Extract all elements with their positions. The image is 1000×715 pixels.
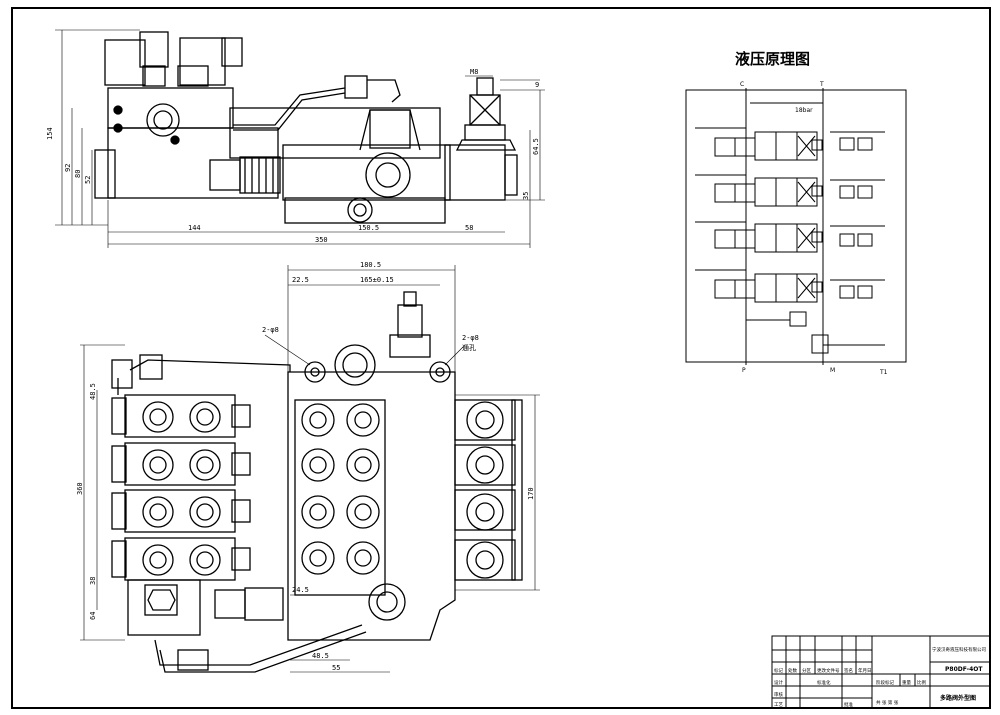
schematic-port-m: M (830, 367, 835, 374)
drawing-border (11, 7, 991, 709)
dim-right-top: 9 (535, 81, 539, 89)
dim-bottom-seg: 24.5 (292, 586, 309, 594)
schematic-relief-label: 18bar (795, 107, 813, 114)
hydraulic-schematic (685, 88, 907, 365)
top-view (94, 31, 518, 224)
dim-right-h: 64.5 (532, 138, 540, 155)
title-approve: 批准 (844, 701, 853, 708)
schematic-port-t1: T1 (879, 369, 888, 376)
dim-bottom-b: 55 (332, 664, 340, 672)
title-sheet: 共 张 第 张 (876, 699, 899, 706)
dim-top-seg-a: 22.5 (292, 276, 309, 284)
title-block (771, 635, 991, 709)
dim-seg-left: 144 (188, 224, 201, 232)
dim-h-b: 80 (74, 170, 82, 178)
dim-h-c: 52 (84, 176, 92, 184)
dim-right-height: 170 (527, 487, 535, 500)
schematic-port-t: T (819, 81, 824, 88)
hole-right-note: 通孔 (462, 343, 476, 352)
schematic-port-p: P (742, 367, 746, 374)
dim-seg-mid: 150.5 (358, 224, 379, 232)
schematic-port-c: C (740, 81, 744, 88)
title-design: 设计 (774, 679, 783, 686)
dim-top-width: 180.5 (360, 261, 381, 269)
title-process: 工艺 (774, 702, 783, 708)
schematic-title: 液压原理图 (735, 50, 810, 68)
title-std: 标准化 (817, 679, 831, 686)
dim-seg-right: 58 (465, 224, 473, 232)
dim-right-h2: 35 (522, 192, 530, 200)
title-drawing-name: 多路阀外型图 (940, 694, 976, 702)
title-company: 宁波汉奇液压科技有限公司 (932, 646, 986, 653)
title-sign: 签名 (844, 667, 853, 674)
title-date: 年月日 (858, 667, 872, 674)
dim-h-a: 92 (64, 164, 72, 172)
title-zone: 分区 (802, 667, 811, 674)
dim-left-c: 64 (89, 612, 97, 620)
title-change-doc: 更改文件号 (817, 667, 840, 674)
front-view (111, 291, 523, 673)
dim-width-total: 350 (315, 236, 328, 244)
top-view-dimensions (55, 29, 545, 248)
dim-left-height: 360 (76, 482, 84, 495)
dim-bottom-a: 48.5 (312, 652, 329, 660)
title-stage: 阶段标记 (876, 679, 894, 686)
dim-top-seg-b: 165±0.15 (360, 276, 394, 284)
hole-left-label: 2-φ8 (262, 326, 279, 334)
title-check: 审核 (774, 691, 783, 698)
dim-height-total: 154 (46, 127, 54, 140)
dim-left-b: 38 (89, 577, 97, 585)
dim-small: M8 (470, 68, 478, 76)
title-count: 处数 (788, 667, 797, 674)
front-view-dimensions (80, 265, 540, 673)
title-ratio: 比例 (917, 679, 926, 686)
title-model: P80DF-4OT (945, 666, 983, 673)
hole-right-label: 2-φ8 (462, 334, 479, 342)
dim-left-a: 48.5 (89, 383, 97, 400)
title-mark: 标记 (774, 667, 783, 674)
title-weight: 重量 (902, 679, 911, 686)
